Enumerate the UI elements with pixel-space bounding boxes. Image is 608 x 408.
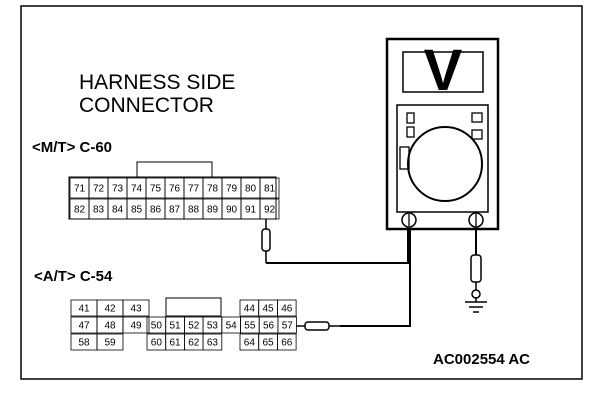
pin-cell-81 bbox=[259, 177, 280, 199]
pin-label-57: 57 bbox=[282, 321, 294, 332]
pin-label-48: 48 bbox=[104, 321, 116, 332]
pin-label-51: 51 bbox=[169, 321, 181, 332]
pin-label-46: 46 bbox=[281, 304, 293, 315]
title-line-1: HARNESS SIDE bbox=[79, 71, 235, 94]
voltmeter-switch bbox=[399, 146, 410, 170]
pin-label-52: 52 bbox=[188, 321, 200, 332]
pin-label-63: 63 bbox=[207, 338, 219, 349]
wire-pin-92 bbox=[266, 225, 409, 264]
pin-cell-63 bbox=[202, 333, 223, 351]
probe-pin-92 bbox=[261, 219, 271, 263]
connector-mt-label: <M/T> C-60 bbox=[32, 139, 112, 156]
pin-cell-59 bbox=[96, 333, 124, 351]
pin-label-85: 85 bbox=[131, 205, 143, 216]
pin-label-73: 73 bbox=[112, 184, 124, 195]
pin-label-66: 66 bbox=[281, 338, 293, 349]
pin-label-78: 78 bbox=[207, 184, 219, 195]
pin-label-53: 53 bbox=[207, 321, 219, 332]
pin-label-90: 90 bbox=[226, 205, 238, 216]
pin-label-43: 43 bbox=[130, 304, 142, 315]
pin-label-60: 60 bbox=[151, 338, 163, 349]
title-line-2: CONNECTOR bbox=[79, 94, 214, 117]
pin-label-79: 79 bbox=[226, 184, 238, 195]
pin-label-42: 42 bbox=[104, 304, 116, 315]
pin-label-61: 61 bbox=[169, 338, 181, 349]
ground-probe bbox=[470, 227, 482, 299]
pin-label-44: 44 bbox=[244, 304, 256, 315]
pin-label-75: 75 bbox=[150, 184, 162, 195]
pin-label-80: 80 bbox=[245, 184, 257, 195]
pin-label-62: 62 bbox=[188, 338, 200, 349]
pin-cell-66 bbox=[276, 333, 297, 351]
pin-label-87: 87 bbox=[169, 205, 181, 216]
pin-label-56: 56 bbox=[263, 321, 275, 332]
pin-label-71: 71 bbox=[74, 184, 86, 195]
voltmeter-display bbox=[402, 51, 484, 93]
pin-label-59: 59 bbox=[104, 338, 116, 349]
pin-cell-49 bbox=[122, 316, 150, 334]
figure-code: AC002554 AC bbox=[433, 351, 530, 368]
connector-at-latch bbox=[165, 297, 222, 317]
pin-label-64: 64 bbox=[244, 338, 256, 349]
connector-at-label: <A/T> C-54 bbox=[34, 268, 113, 285]
voltmeter-display-symbol: V bbox=[424, 38, 463, 103]
voltmeter-button-4 bbox=[471, 129, 483, 140]
pin-label-47: 47 bbox=[78, 321, 90, 332]
pin-label-81: 81 bbox=[264, 184, 276, 195]
ground-symbol-icon bbox=[465, 298, 487, 313]
voltmeter-button-2 bbox=[406, 126, 415, 138]
pin-label-89: 89 bbox=[207, 205, 219, 216]
pin-label-50: 50 bbox=[151, 321, 163, 332]
pin-cell-43 bbox=[122, 299, 150, 317]
connector-mt-pins: 71 72 73 74 75 76 77 78 79 80 81 82 83 84 85 86 87 88 89 90… bbox=[69, 177, 280, 220]
pin-label-76: 76 bbox=[169, 184, 181, 195]
connector-mt: 71 72 73 74 75 76 77 78 79 80 81 82 83 84 85 86 87 88 89 90… bbox=[68, 161, 280, 220]
pin-cell-46 bbox=[276, 299, 297, 317]
voltmeter-button-1 bbox=[406, 112, 415, 124]
pin-label-83: 83 bbox=[93, 205, 105, 216]
pin-cell-57 bbox=[277, 316, 297, 334]
pin-label-86: 86 bbox=[150, 205, 162, 216]
connector-at: 41 42 43 44 45 46 47 48 49 50 51 52 53 54 55 56 57 58 59 60… bbox=[70, 297, 297, 351]
pin-label-91: 91 bbox=[245, 205, 257, 216]
pin-label-54: 54 bbox=[226, 321, 238, 332]
pin-label-74: 74 bbox=[131, 184, 143, 195]
pin-label-77: 77 bbox=[188, 184, 200, 195]
voltmeter-face-panel bbox=[396, 104, 489, 213]
connector-at-pins: 41 42 43 44 45 46 47 48 49 50 51 52 53 54 55 56 57 58 59 60… bbox=[70, 299, 297, 351]
pin-label-45: 45 bbox=[262, 304, 274, 315]
pin-label-72: 72 bbox=[93, 184, 105, 195]
figure-frame bbox=[20, 5, 583, 380]
pin-cell-92 bbox=[259, 198, 280, 220]
probe-pin-57 bbox=[296, 321, 340, 331]
pin-label-92: 92 bbox=[264, 205, 276, 216]
pin-label-58: 58 bbox=[78, 338, 90, 349]
voltmeter: V bbox=[385, 37, 500, 231]
pin-label-41: 41 bbox=[78, 304, 90, 315]
voltmeter-dial bbox=[407, 126, 483, 202]
wire-pin-57 bbox=[340, 225, 411, 327]
pin-label-65: 65 bbox=[262, 338, 274, 349]
pin-label-88: 88 bbox=[188, 205, 200, 216]
pin-label-55: 55 bbox=[244, 321, 256, 332]
pin-label-49: 49 bbox=[130, 321, 142, 332]
connector-mt-latch bbox=[136, 161, 213, 177]
pin-label-84: 84 bbox=[112, 205, 124, 216]
voltmeter-button-3 bbox=[471, 112, 483, 123]
pin-label-82: 82 bbox=[74, 205, 86, 216]
